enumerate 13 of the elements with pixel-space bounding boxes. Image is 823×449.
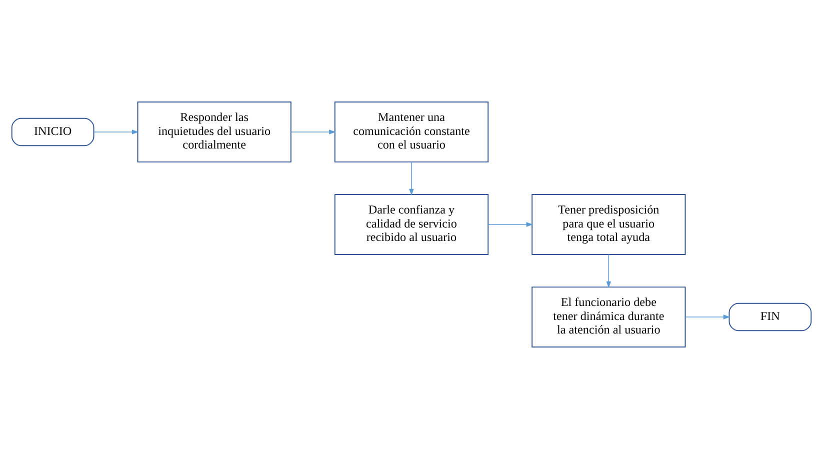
node-box: INICIO (11, 118, 94, 146)
arrow (488, 222, 534, 227)
arrow (290, 130, 336, 134)
node-box: El funcionario debe tener dinámica durante la atención al usuario (532, 286, 686, 348)
node-box: Responder las inquietudes del usuario cordialmente (137, 102, 292, 162)
node-box: Darle confianza y calidad de servicio recibido al usuario (334, 194, 489, 255)
node-box: FIN (728, 302, 812, 332)
arrow (684, 314, 730, 320)
arrow (93, 130, 139, 134)
node-box: Tener predisposición para que el usuario tenga total ayuda (532, 194, 686, 255)
node-box: Mantener una comunicación constante con el usuario (334, 102, 489, 162)
arrow (606, 254, 612, 288)
arrow (409, 162, 414, 196)
